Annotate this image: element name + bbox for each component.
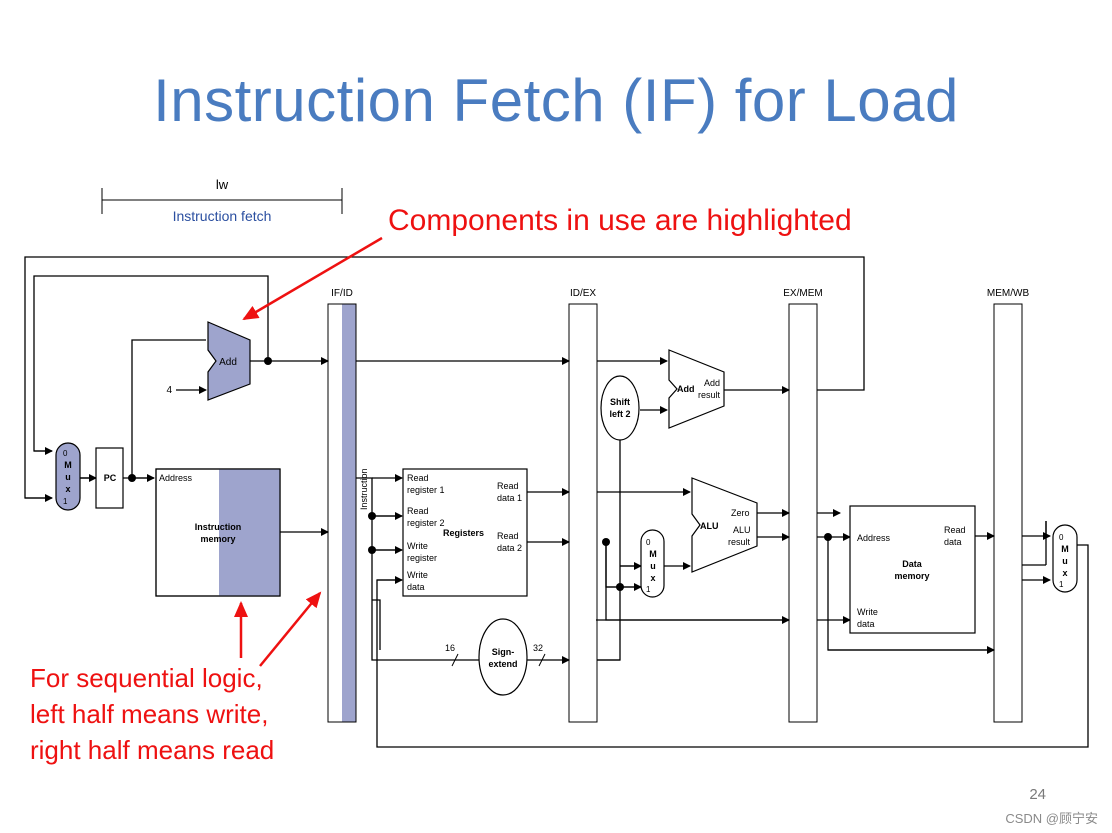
add-ex-result-a: Add: [704, 378, 720, 388]
sign-extend-unit: Sign- extend: [478, 618, 528, 696]
mux-if-0: 0: [63, 449, 68, 458]
pipeline-register-ifid: IF/ID: [327, 288, 357, 723]
callout-line-3: right half means read: [30, 735, 275, 765]
watermark: CSDN @顾宁安: [1005, 811, 1098, 826]
registers-label: Registers: [443, 528, 484, 538]
bus-width-32: 32: [533, 643, 543, 653]
mux-wb-0: 0: [1059, 533, 1064, 542]
reg-write-data-b: data: [407, 582, 425, 592]
callout-arrow-ifid: [259, 591, 322, 667]
reg-write-reg-b: register: [407, 553, 437, 563]
mux-ex: 0 M u x 1: [640, 529, 665, 598]
callout-line-1: For sequential logic,: [30, 663, 263, 693]
dmem-name-line2: memory: [894, 571, 929, 581]
pipeline-register-exmem: EX/MEM: [783, 288, 823, 723]
register-file: Read register 1 Read register 2 Write re…: [402, 468, 528, 597]
callout-highlight-note: Components in use are highlighted: [388, 204, 852, 237]
imem-name-line1: Instruction: [195, 522, 242, 532]
mux-wb: 0 M u x 1: [1052, 524, 1078, 593]
constant-four: 4: [166, 385, 172, 396]
reg-read-data1-a: Read: [497, 481, 519, 491]
add-if-unit: Add: [207, 321, 251, 401]
reg-read-data1-b: data 1: [497, 493, 522, 503]
dmem-address-label: Address: [857, 533, 891, 543]
sign-extend-line2: extend: [488, 659, 517, 669]
exmem-label: EX/MEM: [783, 288, 822, 299]
instruction-memory: Address Instruction memory: [155, 468, 281, 597]
imem-name-line2: memory: [200, 534, 235, 544]
idex-label: ID/EX: [570, 288, 596, 299]
mux-if-x: x: [65, 484, 70, 494]
reg-read-reg2-b: register 2: [407, 518, 445, 528]
shift-left-unit: Shift left 2: [600, 375, 640, 441]
stage-instr-label: lw: [216, 177, 229, 192]
stage-name-label: Instruction fetch: [173, 208, 272, 224]
add-ex-unit: Add Add result: [668, 349, 725, 429]
mux-if-u: u: [65, 472, 71, 482]
shift-line2: left 2: [609, 409, 630, 419]
bus-width-16: 16: [445, 643, 455, 653]
add-if-label: Add: [219, 357, 237, 368]
mux-if-m: M: [64, 460, 72, 470]
reg-write-data-a: Write: [407, 570, 428, 580]
mux-ex-0: 0: [646, 538, 651, 547]
memwb-label: MEM/WB: [987, 288, 1030, 299]
add-ex-result-b: result: [698, 390, 721, 400]
dmem-write-data-a: Write: [857, 607, 878, 617]
mux-wb-1: 1: [1059, 580, 1064, 589]
mux-wb-m: M: [1061, 544, 1069, 554]
dmem-write-data-b: data: [857, 619, 875, 629]
reg-read-data2-a: Read: [497, 531, 519, 541]
mux-wb-x: x: [1062, 568, 1067, 578]
add-ex-label: Add: [677, 384, 695, 394]
mux-if: 0 M u x 1: [55, 442, 81, 511]
reg-write-reg-a: Write: [407, 541, 428, 551]
ifid-label: IF/ID: [331, 288, 353, 299]
alu-unit: ALU Zero ALU result: [691, 477, 758, 573]
mux-if-1: 1: [63, 497, 68, 506]
mux-ex-1: 1: [646, 585, 651, 594]
imem-address-label: Address: [159, 473, 193, 483]
pipeline-register-idex: ID/EX: [568, 288, 598, 723]
dmem-read-data-a: Read: [944, 525, 966, 535]
shift-line1: Shift: [610, 397, 630, 407]
callout-sequential-note: For sequential logic, left half means wr…: [30, 660, 274, 768]
pipeline-register-memwb: MEM/WB: [987, 288, 1030, 723]
mux-ex-m: M: [649, 549, 657, 559]
callout-arrow-top: [242, 236, 383, 321]
alu-label: ALU: [700, 521, 719, 531]
pc-label: PC: [104, 473, 117, 483]
instruction-bus-label: Instruction: [359, 468, 369, 510]
pc-register: PC: [95, 447, 124, 509]
data-memory: Address Read data Write data Data memory: [849, 505, 976, 634]
alu-result-a: ALU: [733, 525, 751, 535]
alu-zero-label: Zero: [731, 508, 750, 518]
reg-read-reg2-a: Read: [407, 506, 429, 516]
mux-ex-x: x: [650, 573, 655, 583]
dmem-read-data-b: data: [944, 537, 962, 547]
reg-read-reg1-a: Read: [407, 473, 429, 483]
stage-bracket: lw Instruction fetch: [101, 177, 343, 224]
mux-ex-u: u: [650, 561, 656, 571]
sign-extend-line1: Sign-: [492, 647, 515, 657]
alu-result-b: result: [728, 537, 751, 547]
slide-title: Instruction Fetch (IF) for Load: [153, 67, 959, 134]
callout-line-2: left half means write,: [30, 699, 269, 729]
reg-read-data2-b: data 2: [497, 543, 522, 553]
mux-wb-u: u: [1062, 556, 1068, 566]
junction-dots: [128, 357, 832, 591]
dmem-name-line1: Data: [902, 559, 923, 569]
callout-arrows: [234, 236, 383, 667]
reg-read-reg1-b: register 1: [407, 485, 445, 495]
page-number: 24: [1029, 786, 1046, 803]
